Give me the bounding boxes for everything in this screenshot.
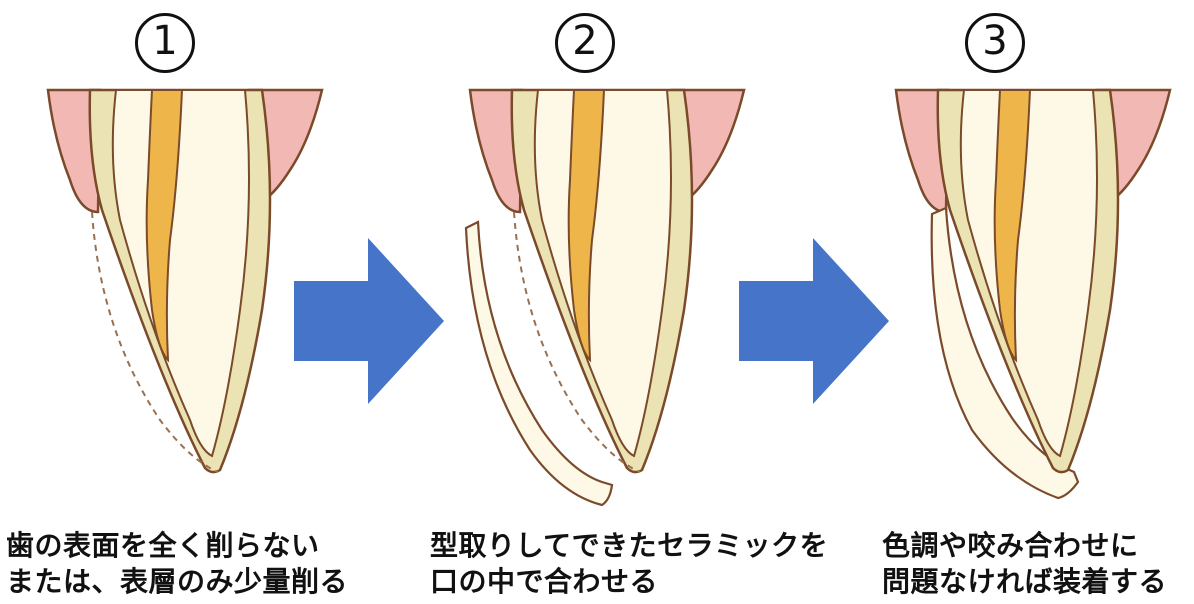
step-number-2-label: 2 (555, 13, 615, 73)
caption-step-3: 色調や咬み合わせに 問題なければ装着する (882, 528, 1167, 600)
pulp (145, 89, 184, 363)
arrow-right-1-shape (294, 238, 444, 404)
caption-step-2-line1: 型取りしてできたセラミックを (430, 529, 829, 562)
caption-step-2: 型取りしてできたセラミックを 口の中で合わせる (430, 528, 828, 600)
step-number-3-label: 3 (965, 13, 1025, 73)
step-number-3: 3 (955, 2, 1035, 73)
veneer-outline-dashed (513, 211, 641, 473)
step-number-1-label: 1 (135, 13, 195, 73)
veneer-outline-dashed (91, 211, 219, 473)
inner-dentin (959, 89, 1098, 458)
caption-step-1-line2: または、表層のみ少量削る (6, 565, 349, 598)
tooth-diagram-before (46, 88, 324, 474)
caption-step-3-line1: 色調や咬み合わせに (882, 529, 1139, 562)
caption-step-1-line1: 歯の表面を全く削らない (6, 529, 320, 562)
ceramic-veneer (464, 220, 614, 507)
pulp (567, 89, 606, 363)
inner-dentin (533, 89, 672, 458)
arrow-right-2 (739, 238, 889, 404)
inner-dentin (111, 89, 250, 458)
tooth-diagram-after (894, 88, 1172, 500)
step-number-1: 1 (125, 2, 205, 73)
pulp (993, 89, 1032, 363)
caption-step-3-line2: 問題なければ装着する (882, 565, 1168, 598)
arrow-right-2-shape (739, 238, 889, 404)
tooth-diagram-fitting (464, 88, 746, 507)
arrow-right-1 (294, 238, 444, 404)
step-number-2: 2 (545, 2, 625, 73)
caption-step-1: 歯の表面を全く削らない または、表層のみ少量削る (6, 528, 348, 600)
gum-left (46, 88, 102, 214)
caption-step-2-line2: 口の中で合わせる (430, 565, 659, 598)
gum-left (468, 88, 524, 214)
